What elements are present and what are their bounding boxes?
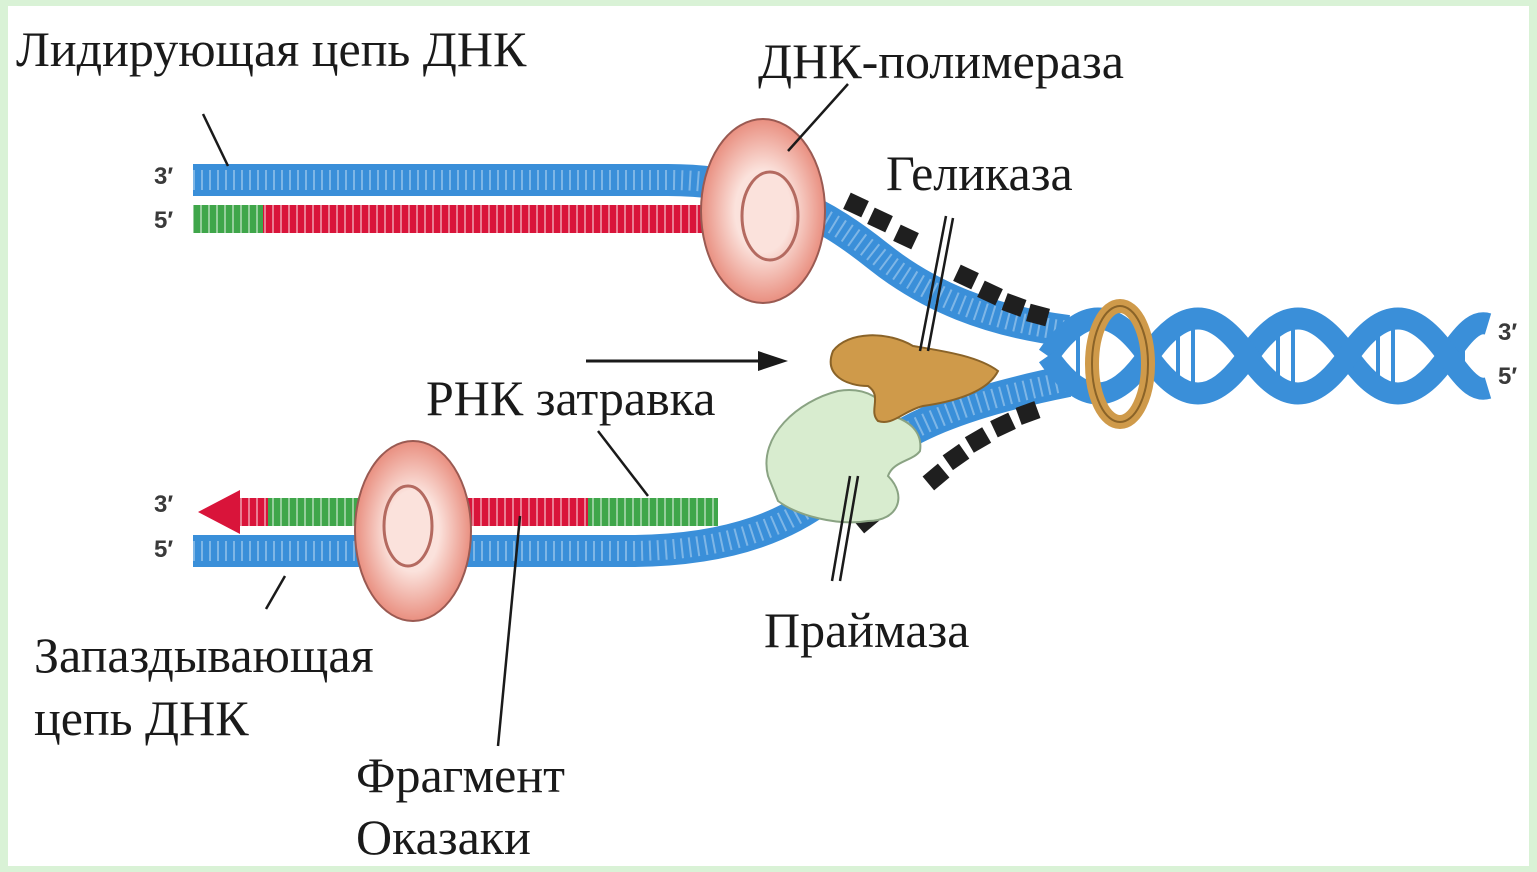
lagging-strand-label-line1: Запаздывающая [34, 626, 374, 684]
diagram-frame: Лидирующая цепь ДНК ДНК-полимераза Гелик… [8, 6, 1529, 866]
dna-polymerase-lagging [355, 441, 471, 621]
parental-double-helix [1048, 319, 1488, 394]
dna-polymerase-label: ДНК-полимераза [758, 32, 1124, 90]
rna-primer-label: РНК затравка [426, 369, 715, 427]
okazaki-label-line1: Фрагмент [356, 746, 565, 804]
okazaki-label-line2: Оказаки [356, 808, 531, 866]
primase-label: Праймаза [764, 601, 970, 659]
leading-top-end: 3′ [154, 163, 173, 191]
lagging-strand-label-line2: цепь ДНК [34, 689, 249, 747]
lagging-bottom-end: 5′ [154, 536, 173, 564]
leading-strand-label: Лидирующая цепь ДНК [16, 20, 526, 78]
fork-direction-arrow [586, 351, 788, 371]
lagging-synthesis-arrow-left [198, 490, 240, 534]
leading-bottom-end: 5′ [154, 207, 173, 235]
helicase-label: Геликаза [886, 144, 1073, 202]
lagging-top-end: 3′ [154, 491, 173, 519]
helix-top-end: 3′ [1498, 319, 1517, 347]
dna-polymerase-leading [701, 119, 825, 303]
helix-bottom-end: 5′ [1498, 363, 1517, 391]
